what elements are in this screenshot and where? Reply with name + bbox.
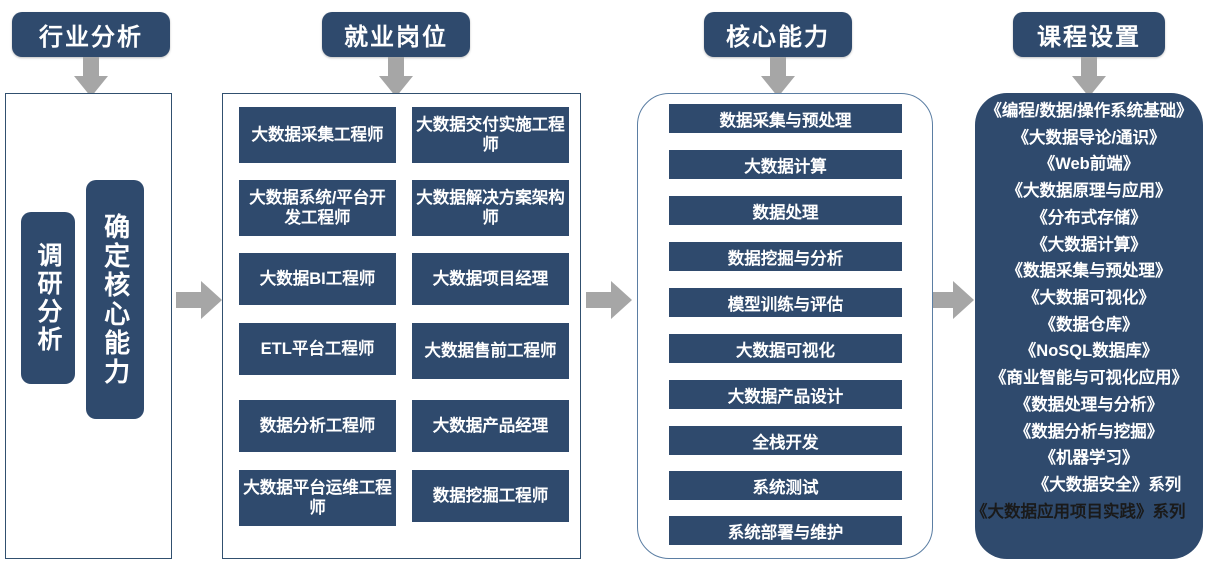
ability-chip: 大数据计算 (669, 150, 902, 179)
job-chip: ETL平台工程师 (239, 323, 396, 375)
arrow-shaft (1081, 57, 1097, 79)
job-chip: 数据分析工程师 (239, 400, 396, 452)
course-item: 《大数据导论/通识》 (1012, 128, 1166, 147)
course-item: 《数据采集与预处理》 (1006, 262, 1172, 281)
course-item: 《分布式存储》 (1031, 208, 1147, 227)
arrow-shaft (176, 292, 203, 308)
arrow-shaft (770, 57, 786, 79)
arrow-shaft (928, 292, 955, 308)
course-item: 《大数据计算》 (1031, 235, 1147, 254)
panel-courses (975, 93, 1203, 559)
ability-chip: 大数据可视化 (669, 334, 902, 363)
chip-determine-core-abilities: 确定核心能力 (86, 180, 144, 419)
course-item: 《大数据安全》系列 (1032, 476, 1182, 495)
header-courses: 课程设置 (1013, 12, 1165, 57)
ability-chip: 数据处理 (669, 196, 902, 225)
course-item: 《大数据原理与应用》 (1006, 182, 1172, 201)
arrow-shaft (586, 292, 613, 308)
arrow-head (379, 76, 413, 97)
arrow-head (201, 281, 222, 319)
right-arrow-2 (586, 281, 632, 319)
job-chip: 大数据项目经理 (412, 253, 569, 305)
header-core-abilities: 核心能力 (704, 12, 852, 57)
ability-chip: 大数据产品设计 (669, 380, 902, 409)
course-item: 《编程/数据/操作系统基础》 (985, 102, 1193, 120)
course-item: 《商业智能与可视化应用》 (990, 369, 1188, 388)
ability-chip: 全栈开发 (669, 426, 902, 455)
arrow-shaft (388, 57, 404, 79)
down-arrow-industry (74, 57, 108, 97)
ability-chip: 系统测试 (669, 471, 902, 500)
down-arrow-abilities (761, 57, 795, 97)
arrow-head (761, 76, 795, 97)
arrow-head (74, 76, 108, 97)
job-chip: 大数据采集工程师 (239, 107, 396, 163)
course-item: 《数据分析与挖掘》 (1014, 422, 1164, 441)
job-chip: 大数据平台运维工程师 (239, 470, 396, 526)
ability-chip: 数据采集与预处理 (669, 104, 902, 133)
job-chip: 大数据解决方案架构师 (412, 180, 569, 236)
job-chip: 大数据BI工程师 (239, 253, 396, 305)
ability-chip: 系统部署与维护 (669, 516, 902, 545)
ability-chip: 模型训练与评估 (669, 288, 902, 317)
course-list: 《编程/数据/操作系统基础》 《大数据导论/通识》 《Web前端》 《大数据原理… (955, 98, 1223, 526)
arrow-head (611, 281, 632, 319)
ability-chip: 数据挖掘与分析 (669, 242, 902, 271)
down-arrow-courses (1072, 57, 1106, 97)
header-industry-analysis: 行业分析 (12, 12, 170, 57)
job-chip: 大数据系统/平台开发工程师 (239, 180, 396, 236)
course-item: 《机器学习》 (1039, 449, 1139, 468)
arrow-head (953, 281, 974, 319)
course-item: 《Web前端》 (1038, 155, 1140, 174)
right-arrow-1 (176, 281, 222, 319)
chip-research-analysis: 调研分析 (21, 212, 75, 384)
job-chip: 大数据交付实施工程师 (412, 107, 569, 163)
course-item: 《NoSQL数据库》 (1019, 342, 1159, 361)
job-chip: 大数据产品经理 (412, 400, 569, 452)
arrow-shaft (83, 57, 99, 79)
arrow-head (1072, 76, 1106, 97)
job-chip: 大数据售前工程师 (412, 323, 569, 379)
right-arrow-3 (928, 281, 974, 319)
course-item: 《大数据可视化》 (1023, 289, 1155, 308)
course-item: 《数据处理与分析》 (1014, 395, 1164, 414)
course-item: 《大数据应用项目实践》系列 (971, 502, 1186, 521)
down-arrow-jobs (379, 57, 413, 97)
job-chip: 数据挖掘工程师 (412, 470, 569, 522)
header-jobs: 就业岗位 (322, 12, 470, 57)
course-item: 《数据仓库》 (1039, 315, 1139, 334)
